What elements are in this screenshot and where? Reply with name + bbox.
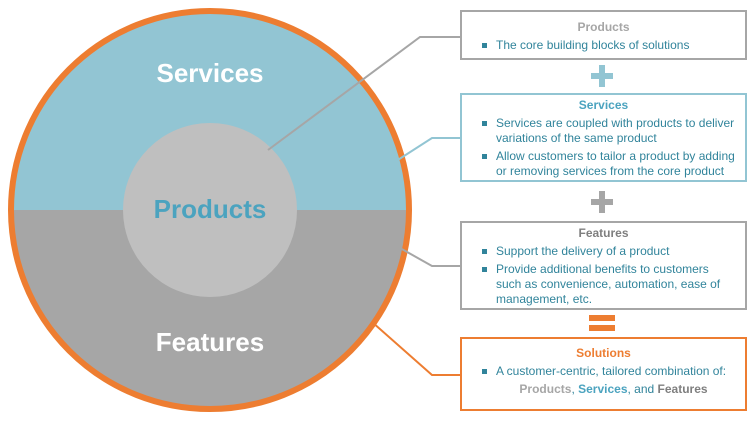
plus-icon [591, 65, 613, 87]
outer-ring [8, 8, 412, 412]
services-bullet-list: Services are coupled with products to de… [472, 116, 735, 179]
features-label: Features [156, 327, 264, 357]
features-panel-title: Features [578, 226, 629, 240]
solutions-combination: Products, Services, and Features [472, 382, 735, 396]
products-bullet: The core building blocks of solutions [482, 38, 735, 53]
combination-features: Features [657, 382, 708, 396]
services-bullet: Services are coupled with products to de… [482, 116, 735, 146]
equals-icon [589, 315, 615, 331]
features-bullet-list: Support the delivery of a product Provid… [472, 244, 735, 307]
solutions-bullet-list: A customer-centric, tailored combination… [472, 364, 735, 379]
connector-products [267, 36, 460, 151]
services-panel: Services Services are coupled with produ… [460, 93, 747, 182]
combination-products: Products [519, 382, 572, 396]
products-label: Products [154, 194, 267, 224]
solutions-bullet: A customer-centric, tailored combination… [482, 364, 735, 379]
services-bullet: Allow customers to tailor a product by a… [482, 149, 735, 179]
combination-services: Services [578, 382, 628, 396]
products-bullet-list: The core building blocks of solutions [472, 38, 735, 53]
connector-features [399, 247, 460, 267]
products-core [123, 123, 297, 297]
solutions-panel: Solutions A customer-centric, tailored c… [460, 337, 747, 411]
combination-separator: , [571, 382, 579, 396]
features-bullet: Support the delivery of a product [482, 244, 735, 259]
products-panel: Products The core building blocks of sol… [460, 10, 747, 60]
connector-services [389, 137, 460, 166]
solutions-panel-title: Solutions [576, 346, 631, 360]
plus-icon [591, 191, 613, 213]
features-bullet: Provide additional benefits to customers… [482, 262, 735, 307]
services-panel-title: Services [578, 98, 629, 112]
products-panel-title: Products [577, 20, 630, 34]
services-label: Services [157, 58, 264, 88]
connector-solutions [371, 321, 460, 376]
combination-separator: , and [627, 382, 658, 396]
features-panel: Features Support the delivery of a produ… [460, 221, 747, 310]
